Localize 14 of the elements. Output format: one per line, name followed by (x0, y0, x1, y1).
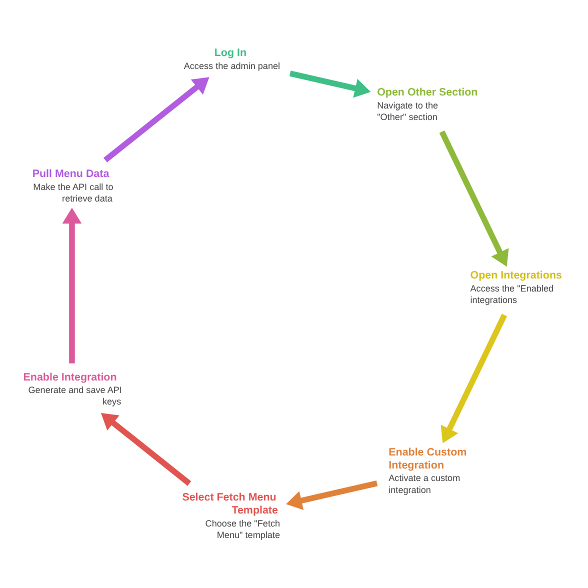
arrow (100, 412, 192, 486)
node-text: Select Fetch Menu Template Choose the "Fetch Menu" template (182, 491, 280, 540)
node-text: Open Integrations Access the "Enabled integrations (470, 269, 562, 304)
node-text: Pull Menu Data Make the API call to retrieve data (32, 168, 114, 203)
arrow (103, 76, 210, 162)
node-text: Log In Access the admin panel (184, 46, 280, 70)
node-text: Enable Integration Generate and save API keys (23, 370, 122, 406)
node-text: Open Other Section Navigate to the "Other" section (377, 86, 478, 122)
arrow (440, 313, 508, 443)
arrow (62, 207, 82, 363)
node-text: Enable Custom Integration Activate a custom integration (388, 446, 467, 494)
arrow (439, 130, 509, 266)
arrow (289, 70, 371, 98)
arrow (286, 480, 378, 510)
